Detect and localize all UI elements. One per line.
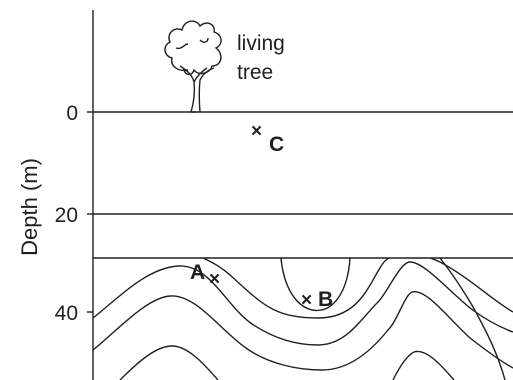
fold-line-4 [119, 345, 219, 380]
point-a-label: A [190, 261, 205, 284]
fold-line-5 [392, 350, 455, 380]
tick-label-40: 40 [55, 302, 78, 325]
tree-label-line1: living [237, 32, 285, 55]
depth-axis-label: Depth (m) [17, 158, 42, 256]
folded-strata [93, 258, 513, 380]
fold-line-2 [93, 261, 513, 346]
tree-icon [164, 20, 222, 113]
tree-label-line2: tree [237, 61, 273, 84]
point-a-marker: × [209, 269, 220, 290]
point-b-marker: × [301, 290, 312, 311]
fold-line-1 [115, 258, 513, 319]
fold-line-inner-b [280, 258, 351, 312]
point-b-label: B [318, 288, 333, 311]
tick-label-0: 0 [66, 102, 78, 125]
tick-label-20: 20 [55, 204, 78, 227]
fold-line-3 [93, 291, 513, 371]
fold-line-right-hinge [439, 258, 506, 380]
point-c-label: C [269, 133, 284, 156]
point-c-marker: × [251, 121, 262, 142]
